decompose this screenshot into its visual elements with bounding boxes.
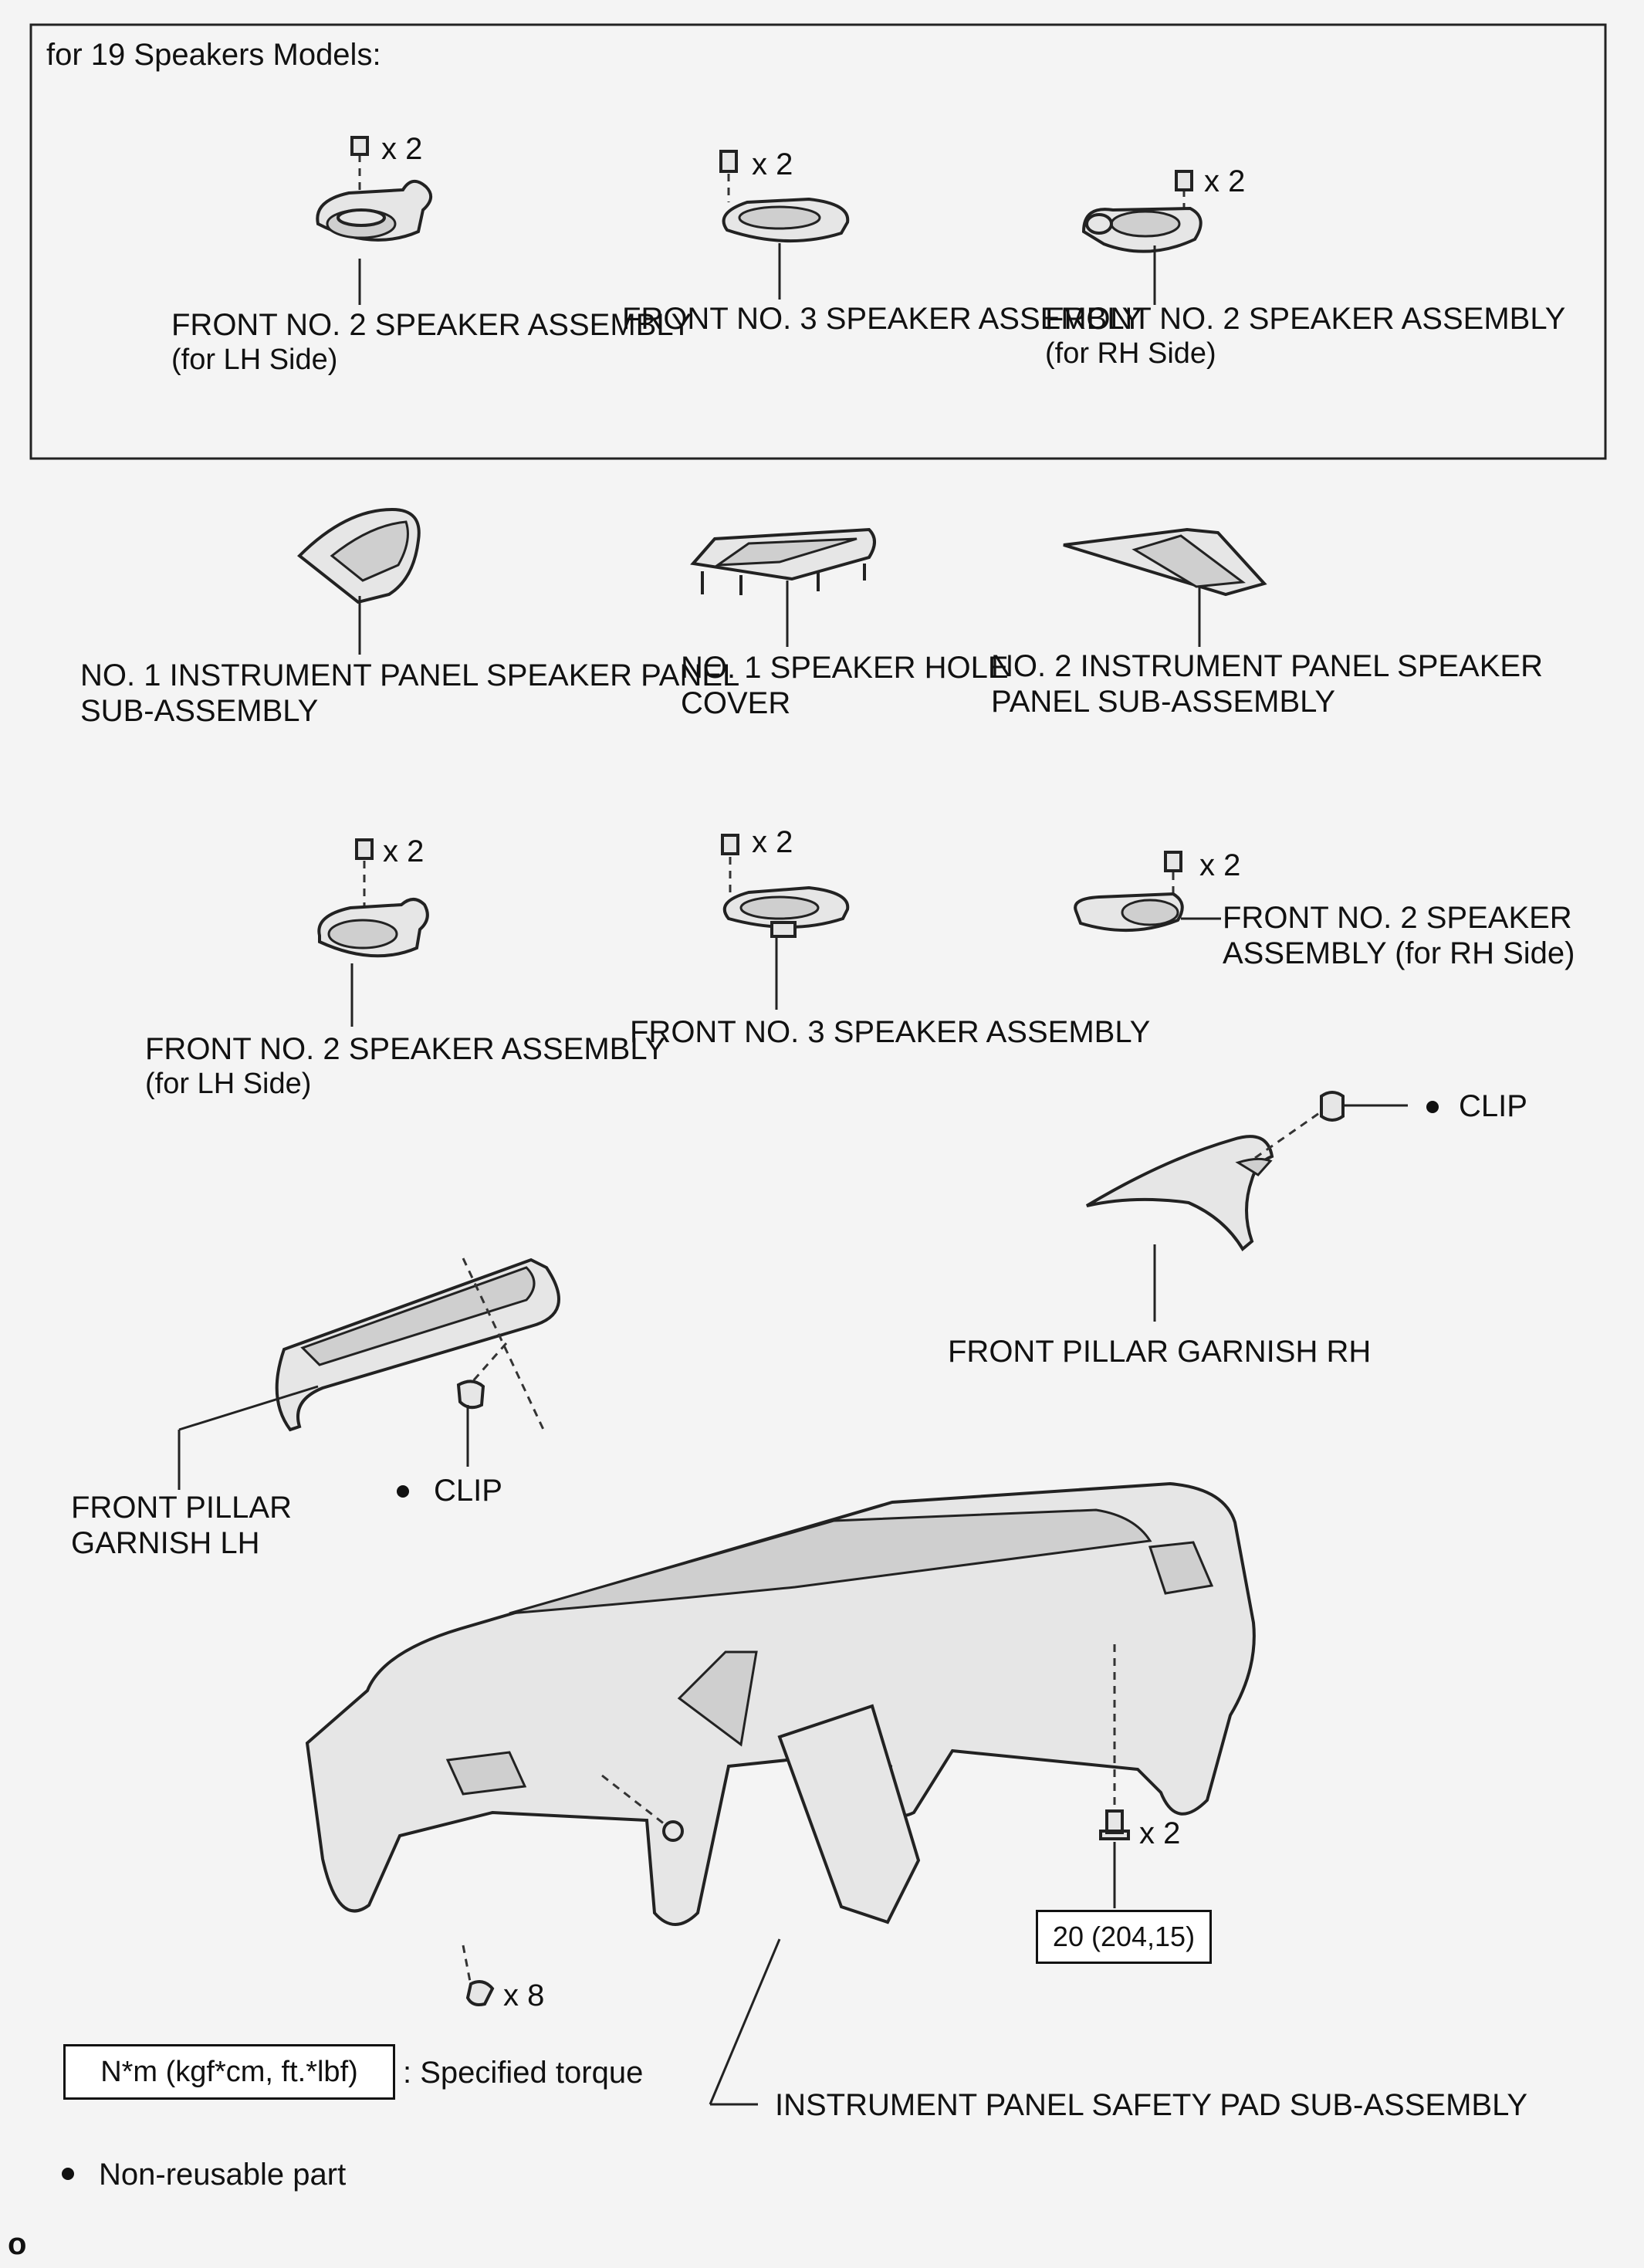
label-front-pillar-garnish-lh: FRONT PILLAR GARNISH LH: [71, 1491, 292, 1560]
legend-torque-box: N*m (kgf*cm, ft.*lbf): [63, 2044, 395, 2100]
nonreusable-dot-clip-rh: [1426, 1101, 1439, 1113]
qty-bolt-side: x 8: [503, 1979, 545, 2012]
qty-box-lh: x 2: [381, 132, 423, 166]
front-pillar-garnish-lh-illustration: [178, 1258, 560, 1490]
label-clip-rh: CLIP: [1459, 1089, 1527, 1123]
speaker-lh-lower-illustration: [317, 838, 429, 1027]
torque-value-box: 20 (204,15): [1036, 1910, 1212, 1964]
front-pillar-garnish-rh-illustration: [1085, 1091, 1408, 1322]
speaker-rh-lower-illustration: [1074, 851, 1221, 933]
label-speaker-lh-top: FRONT NO. 2 SPEAKER ASSEMBLY (for LH Sid…: [171, 308, 692, 376]
label-instrument-panel-safety-pad: INSTRUMENT PANEL SAFETY PAD SUB-ASSEMBLY: [775, 2088, 1528, 2122]
instrument-speaker-panel-1-illustration: [296, 507, 421, 655]
speaker-hole-cover-illustration: [690, 527, 876, 647]
qty-box-rh: x 2: [1204, 164, 1246, 198]
legend-nonreusable-dot: [62, 2168, 74, 2180]
label-speaker-center-lower: FRONT NO. 3 SPEAKER ASSEMBLY: [630, 1015, 1151, 1049]
label-speaker-hole-cover: NO. 1 SPEAKER HOLE COVER: [681, 651, 1009, 720]
label-speaker-center-top: FRONT NO. 3 SPEAKER ASSEMBLY: [622, 302, 1143, 336]
qty-box-center: x 2: [752, 147, 793, 181]
label-speaker-rh-top: FRONT NO. 2 SPEAKER ASSEMBLY (for RH Sid…: [1045, 302, 1566, 370]
qty-bolt-pad: x 2: [1139, 1816, 1181, 1850]
instrument-panel-safety-pad-illustration: [305, 1481, 1256, 2106]
label-panel-2: NO. 2 INSTRUMENT PANEL SPEAKER PANEL SUB…: [991, 649, 1543, 719]
label-front-pillar-garnish-rh: FRONT PILLAR GARNISH RH: [948, 1335, 1372, 1369]
speaker-center-top-illustration: [719, 150, 850, 300]
speaker-lh-top-illustration: [316, 136, 432, 305]
label-panel-1: NO. 1 INSTRUMENT PANEL SPEAKER PANEL SUB…: [80, 658, 740, 728]
instrument-speaker-panel-2-illustration: [1063, 527, 1267, 647]
corner-mark: o: [8, 2227, 27, 2261]
qty-low-lh: x 2: [383, 834, 425, 868]
models-frame: [29, 23, 1607, 460]
label-speaker-rh-lower: FRONT NO. 2 SPEAKER ASSEMBLY (for RH Sid…: [1223, 901, 1575, 970]
legend-nonreusable-text: Non-reusable part: [99, 2158, 347, 2192]
speaker-rh-top-illustration: [1081, 170, 1203, 305]
models-frame-title: for 19 Speakers Models:: [46, 38, 381, 72]
nonreusable-dot-clip-lh: [397, 1485, 409, 1498]
label-clip-lh: CLIP: [434, 1474, 502, 1508]
qty-low-center: x 2: [752, 825, 793, 859]
qty-low-rh: x 2: [1199, 848, 1241, 882]
speaker-center-lower-illustration: [721, 834, 850, 1010]
legend-torque-text: : Specified torque: [403, 2056, 644, 2090]
label-speaker-lh-lower: FRONT NO. 2 SPEAKER ASSEMBLY (for LH Sid…: [145, 1032, 666, 1100]
